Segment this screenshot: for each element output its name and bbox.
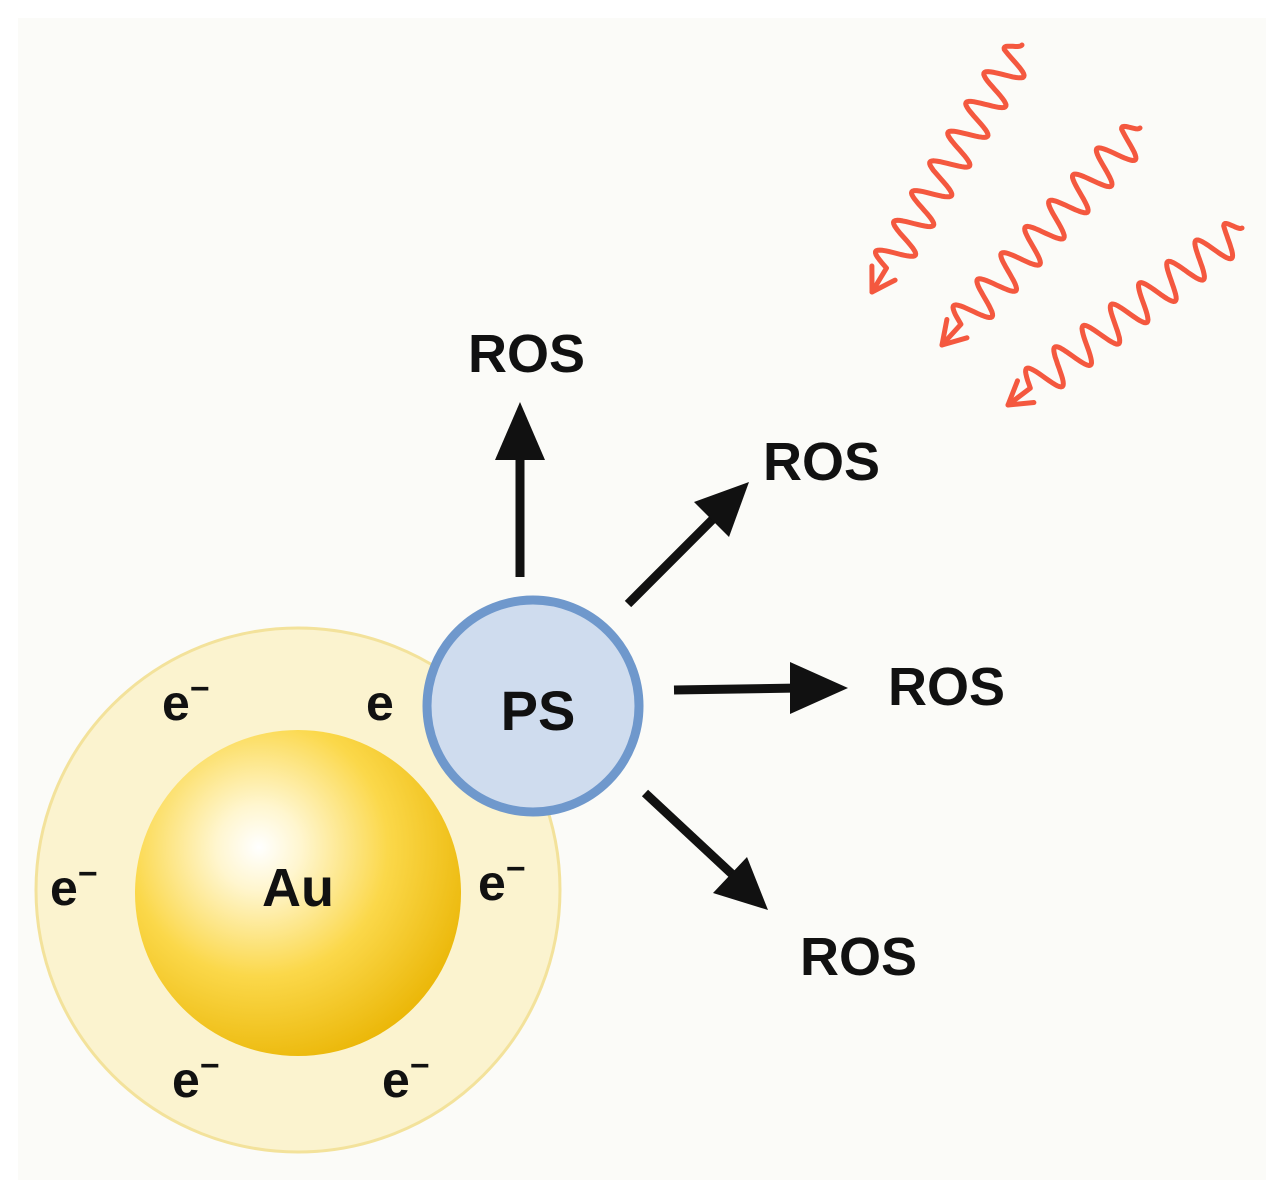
light-wave [1005,221,1245,408]
electron-label: e− [172,1047,220,1108]
electron-label: e− [382,1047,430,1108]
wavy-arrow-icon [1005,378,1037,408]
ros-arrow-up [495,402,545,577]
electron-label: e [366,675,394,731]
light-wave [939,123,1143,348]
ros-label: ROS [763,432,880,492]
gold-core [135,730,461,1056]
light-wave [869,42,1027,295]
photosensitizer-label: PS [501,679,576,742]
ros-arrow-right [673,662,848,714]
ros-arrow-lower-right [641,789,768,910]
wavy-arrow-icon [939,317,970,348]
photosensitizer [422,595,644,817]
ros-label: ROS [468,324,585,384]
gold-core-label: Au [262,858,334,918]
electron-label: e− [162,670,210,731]
electron-label: e− [50,855,98,916]
electron-labels: e− e e− e− e− e− [50,670,526,1108]
arrow-icon [495,402,545,460]
ros-label: ROS [888,657,1005,717]
arrow-icon [694,482,749,537]
arrow-icon [790,662,848,714]
light-waves [869,42,1245,408]
wavy-arrow-icon [869,263,898,295]
arrow-icon [713,857,768,910]
ros-label: ROS [800,927,917,987]
ros-arrow-upper-right [624,482,749,608]
electron-label: e− [478,850,526,911]
